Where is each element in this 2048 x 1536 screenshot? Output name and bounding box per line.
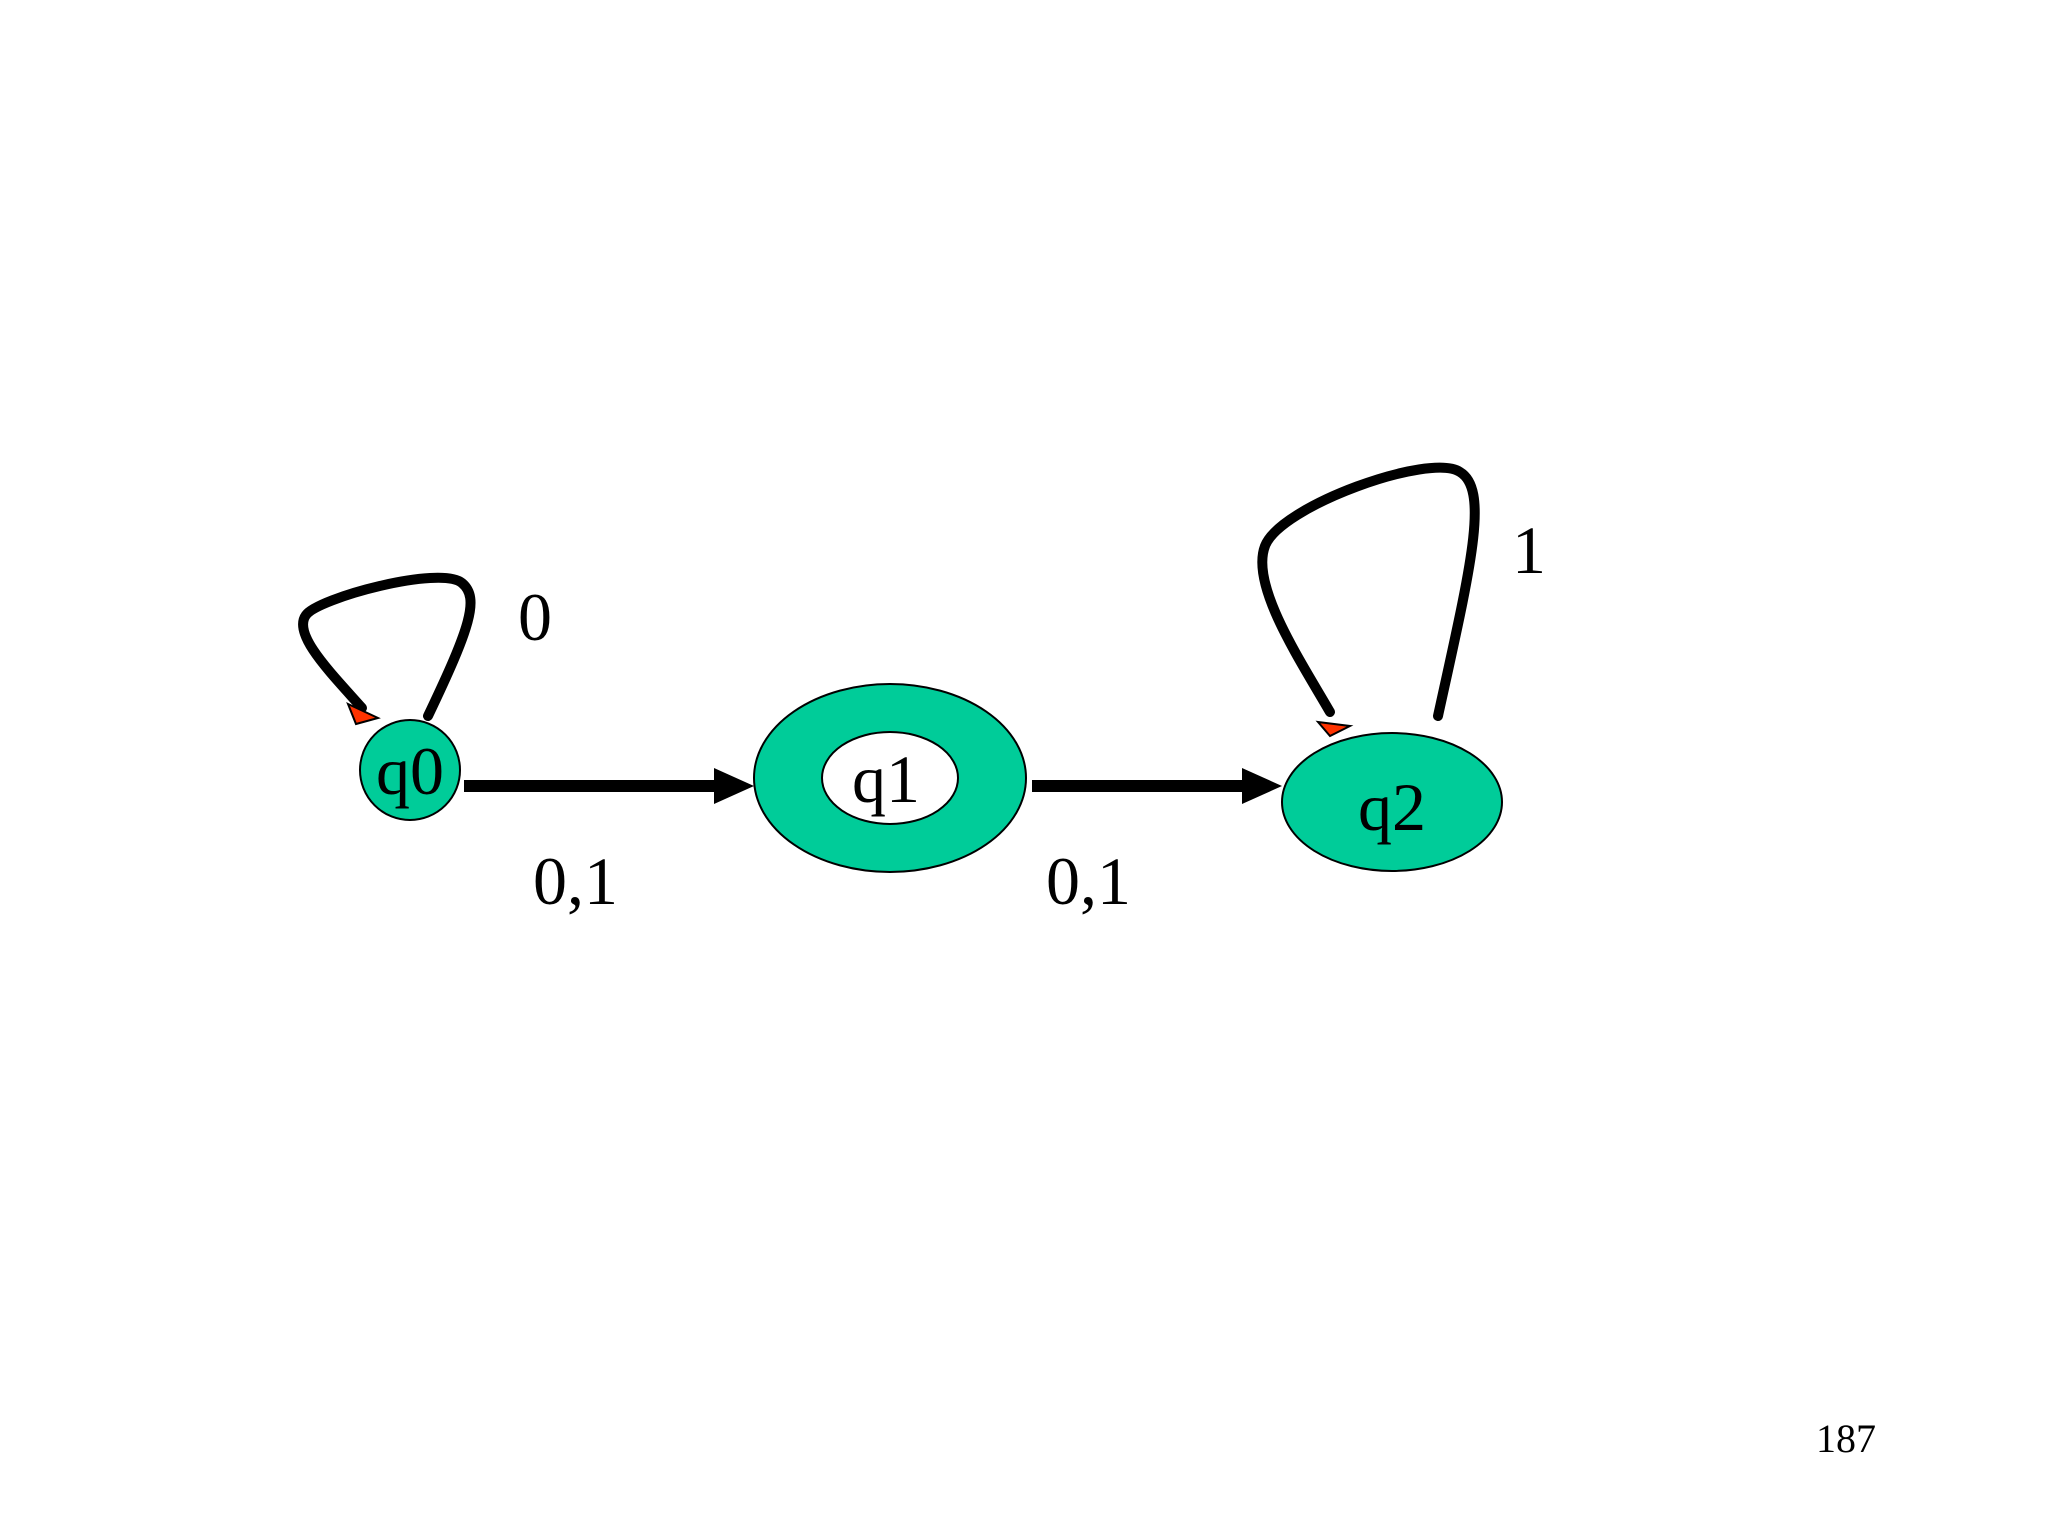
arrowhead-q1-q2 bbox=[1242, 768, 1282, 804]
state-label-q2: q2 bbox=[1358, 769, 1426, 845]
edge-label-q0-q1: 0,1 bbox=[533, 843, 618, 919]
edge-label-q1-q2: 0,1 bbox=[1046, 843, 1131, 919]
state-label-q1: q1 bbox=[852, 741, 920, 817]
edge-q0-q0 bbox=[298, 572, 476, 721]
state-q1-inner bbox=[821, 731, 959, 825]
state-q2 bbox=[1281, 732, 1503, 872]
arrowhead-q0-q1 bbox=[714, 768, 754, 804]
state-label-q0: q0 bbox=[376, 733, 444, 809]
edge-label-q0-q0: 0 bbox=[518, 579, 552, 655]
arrowhead-q0-q0 bbox=[346, 702, 381, 726]
arrowhead-q2-q2 bbox=[1315, 720, 1354, 738]
page-number: 187 bbox=[1816, 1416, 1876, 1461]
edge-label-q2-q2: 1 bbox=[1512, 512, 1546, 588]
edge-q2-q2 bbox=[1257, 462, 1480, 721]
edge-q0-q1-shaft bbox=[464, 780, 718, 792]
state-q0 bbox=[359, 719, 461, 821]
edge-q1-q2-shaft bbox=[1032, 780, 1246, 792]
